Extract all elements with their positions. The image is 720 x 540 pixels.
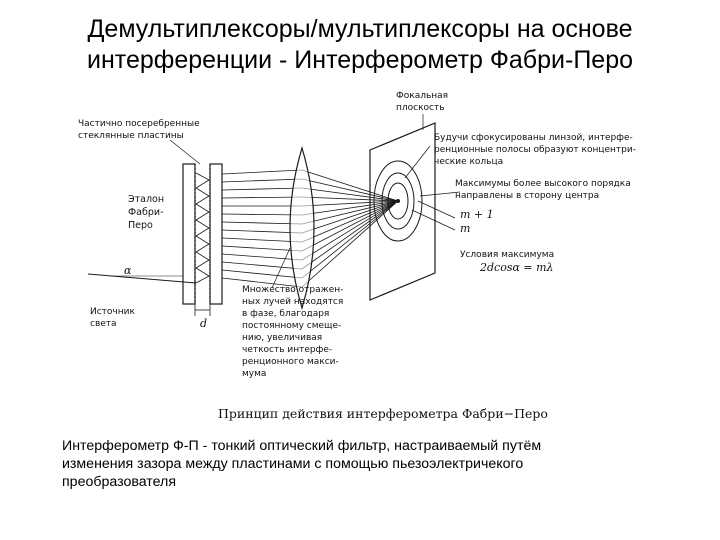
label-rings-1: Будучи сфокусированы линзой, интерфе- (434, 133, 633, 143)
title-line-1: Демультиплексоры/мультиплексоры на основ… (87, 15, 633, 43)
label-rays-1: Множество отражен- (242, 285, 343, 295)
label-rings-3: ческие кольца (434, 157, 503, 167)
label-condition-1: Условия максимума (460, 250, 554, 260)
leader-lines (169, 114, 461, 289)
focusing-lens (289, 145, 315, 311)
label-rays-8: мума (242, 369, 266, 379)
label-order-m: m (460, 222, 470, 235)
label-rays-7: ренционного макси- (242, 357, 339, 367)
label-source-2: света (90, 319, 117, 329)
fabry-perot-diagram: α (78, 91, 636, 421)
description-line-3: преобразователя (62, 474, 177, 490)
label-plates-1: Частично посеребренные (78, 119, 200, 129)
description-text: Интерферометр Ф-П - тонкий оптический фи… (62, 437, 702, 491)
slide-title: Демультиплексоры/мультиплексоры на основ… (30, 14, 690, 76)
label-rays-5: нию, увеличивая (242, 333, 322, 343)
label-rings-2: ренционные полосы образуют концентри- (434, 145, 636, 155)
internal-reflections (195, 172, 210, 284)
gap-d-label: d (200, 317, 207, 330)
gap-dimension (194, 304, 211, 316)
etalon-plate-right (209, 163, 223, 305)
label-etalon-1: Эталон (128, 194, 164, 205)
label-condition-2: 2dcosα = mλ (479, 261, 554, 274)
label-plates-2: стеклянные пластины (78, 131, 184, 141)
label-source-1: Источник (90, 307, 135, 317)
label-rays-3: в фазе, благодаря (242, 309, 329, 319)
label-rays-4: постоянному смеще- (242, 321, 341, 331)
description-line-1: Интерферометр Ф-П - тонкий оптический фи… (62, 438, 542, 454)
interference-rings (373, 160, 423, 242)
incident-ray (87, 273, 197, 284)
label-order-m-plus-1: m + 1 (460, 208, 494, 221)
label-etalon-2: Фабри- (128, 207, 164, 218)
label-focal-plane-2: плоскость (396, 103, 445, 113)
focal-plane-screen (369, 122, 436, 301)
description-line-2: изменения зазора между пластинами с помо… (62, 456, 524, 472)
alpha-label: α (124, 264, 132, 277)
label-rays-2: ных лучей находятся (242, 297, 343, 307)
etalon-plates (182, 163, 223, 305)
label-etalon-3: Перо (128, 220, 153, 231)
title-line-2: интерференции - Интерферометр Фабри-Перо (87, 46, 633, 74)
label-higher-orders-2: направлены в сторону центра (455, 191, 599, 201)
label-rays-6: четкость интерфе- (242, 345, 332, 355)
label-higher-orders-1: Максимумы более высокого порядка (455, 179, 631, 189)
diagram-caption: Принцип действия интерферометра Фабри−Пе… (218, 406, 548, 421)
label-focal-plane-1: Фокальная (396, 91, 448, 101)
